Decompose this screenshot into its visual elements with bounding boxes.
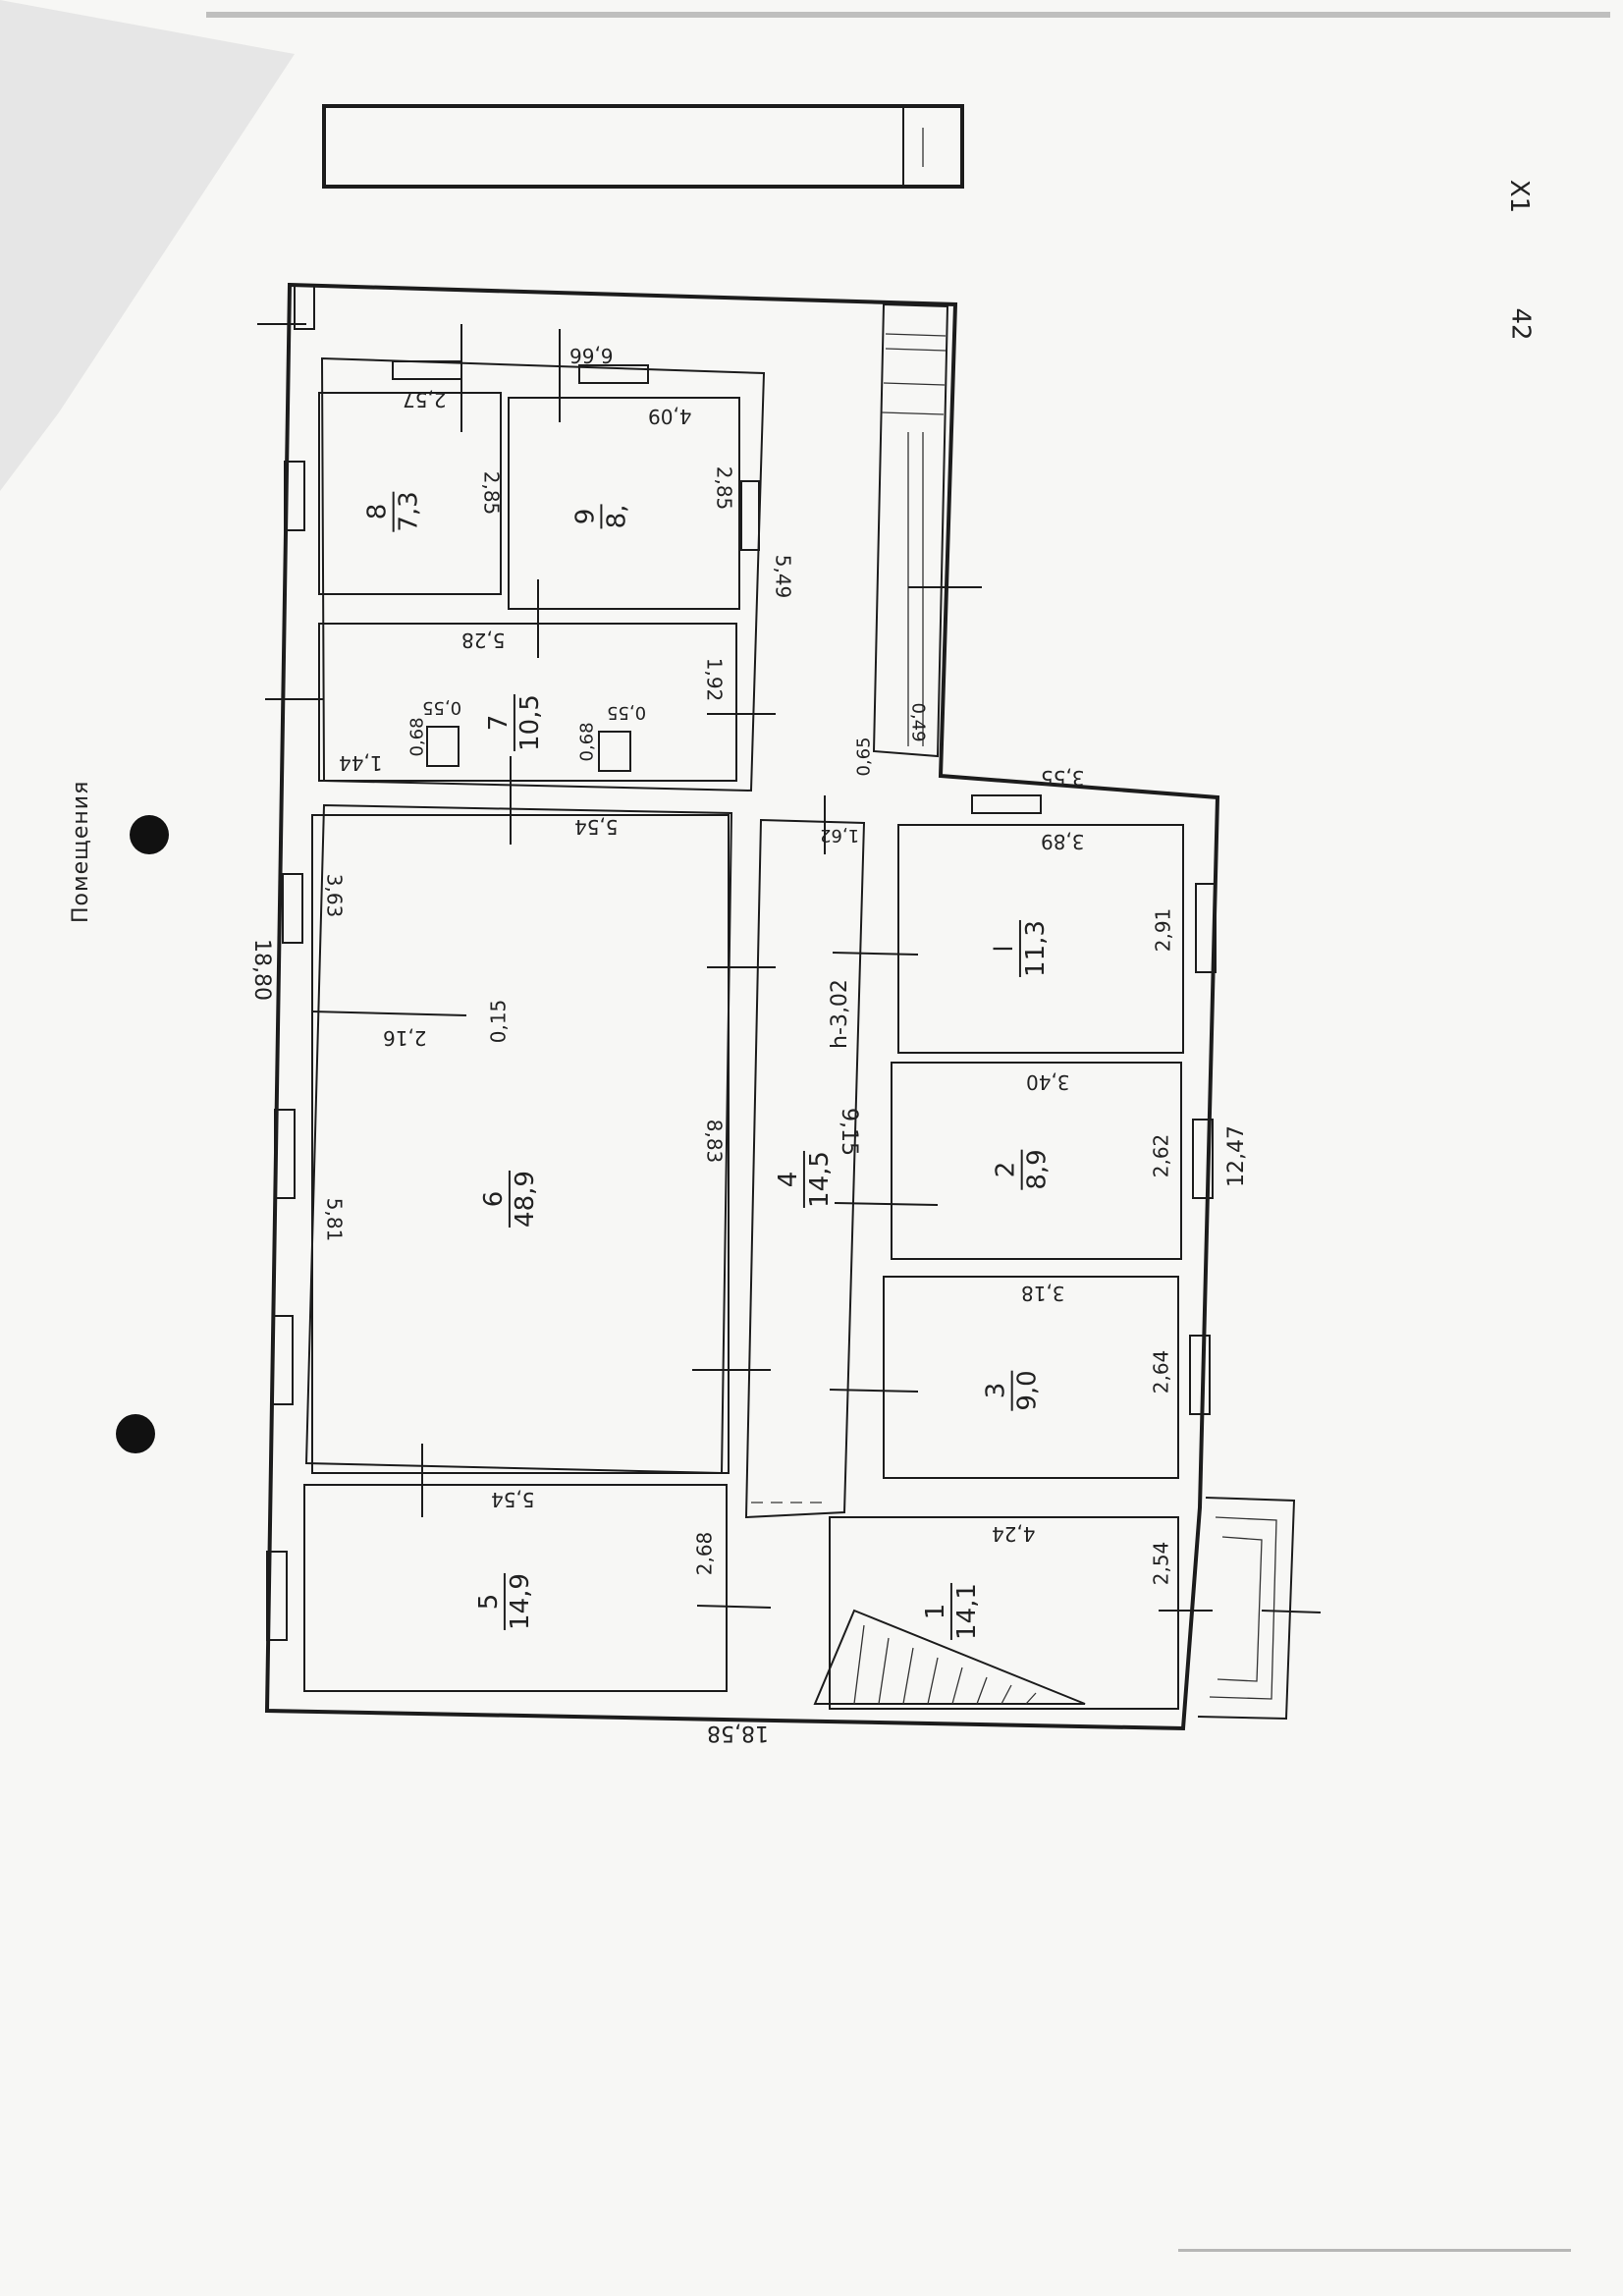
room-7-dim-a: 5,54 [574,815,619,839]
dim-top-total: 6,66 [569,344,614,367]
room-7-area: 10,5 [514,694,545,751]
room-7-dim-h: 0,55 [607,702,647,723]
room-7-dim-f: 0,55 [422,697,462,718]
overall-length: 18,58 [707,1721,769,1745]
left-wall-length: 18,80 [248,939,274,1001]
corridor-height: h-3,02 [827,979,852,1049]
room-4-label: 4 14,5 [773,1151,835,1208]
scan-shadow-top [206,12,1610,18]
hole-punch-top [130,815,169,854]
room-3-dim-b: 2,64 [1149,1349,1173,1394]
room-3-number: 3 [981,1370,1013,1411]
room-8-area: 7,3 [394,491,424,532]
side-caption: Помещения [69,780,93,923]
room-8-dim-b: 2,85 [479,470,504,516]
porch [1197,1497,1296,1721]
room-6-dim-e: 0,15 [486,999,511,1044]
room-l-number: l [989,920,1021,977]
room-7-dim-g: 0,68 [576,722,598,762]
outer-wall [264,282,1220,1731]
room-2-dim-b: 2,62 [1149,1133,1173,1178]
room-3-label: 3 9,0 [981,1370,1043,1411]
room-1-dim-a: 4,24 [992,1522,1036,1546]
staircase [813,1609,1086,1705]
hole-punch-bottom [116,1414,155,1453]
room-2-dim-a: 3,40 [1026,1070,1070,1094]
corridor-4-outline [744,818,866,1519]
room-2-number: 2 [991,1149,1023,1190]
room-l-dim-a: 3,89 [1041,830,1085,853]
room-1-area: 14,1 [951,1583,982,1640]
scan-shadow-bottom [1178,2249,1571,2252]
dim-porch-small-2: 0,49 [907,702,929,742]
room-6-dim-c: 2,16 [383,1026,427,1050]
room-1-number: 1 [920,1583,952,1640]
room-6-area: 48,9 [510,1171,540,1228]
room-2-label: 2 8,9 [991,1149,1053,1190]
dim-corridor-gap: 1,62 [820,825,860,846]
room-5-outline [303,1484,728,1692]
room-7-number: 7 [483,694,515,751]
room-8-label: 8 7,3 [362,491,424,532]
room-7-label: 7 10,5 [483,694,545,751]
room-9-number: 9 [570,504,603,529]
room-6-dim-d: 3,63 [322,873,347,918]
dim-right-top-width: 3,55 [1041,766,1085,790]
room-2-area: 8,9 [1022,1149,1053,1190]
room-4-area: 14,5 [804,1151,835,1208]
room-7-dim-c: 5,28 [461,629,506,652]
room-1-outline [829,1516,1179,1710]
room-5-label: 5 14,9 [473,1573,535,1630]
room-1-dim-b: 2,54 [1149,1541,1173,1586]
room-6-number: 6 [478,1171,511,1228]
room-1-label: 1 14,1 [920,1583,982,1640]
room-5-dim-b: 2,68 [692,1531,717,1576]
room-6-dim-b: 5,81 [322,1197,347,1242]
room-6-outline [311,814,730,1474]
room-8-dim-a: 2,57 [403,388,447,411]
dim-right-upper: 5,49 [771,554,795,599]
room-l-label: l 11,3 [989,920,1051,977]
room-7-dim-d: 1,44 [339,751,383,775]
room-5-number: 5 [473,1573,506,1630]
room-6-dim-a: 8,83 [702,1119,727,1164]
room-l-outline [897,824,1184,1054]
room-9-dim-a: 4,09 [648,405,692,428]
room-7-dim-b: 1,92 [702,657,727,702]
room-7-outline [318,623,737,782]
room-8-outline [318,392,502,595]
corridor-length: 9,15 [836,1108,861,1156]
room-l-dim-b: 2,91 [1151,907,1175,953]
room-2-outline [891,1062,1182,1260]
room-3-outline [883,1276,1179,1479]
detached-rect [322,104,964,189]
room-8-number: 8 [362,491,395,532]
room-6-label: 6 48,9 [478,1171,540,1228]
room-4-number: 4 [773,1151,805,1208]
room-9-dim-b: 2,85 [712,465,736,511]
overall-width: 12,47 [1223,1125,1249,1187]
room-5-area: 14,9 [505,1573,535,1630]
room-9-area: 8, [602,504,632,529]
scan-shadow [0,0,295,491]
room-9-label: 9 8, [570,504,632,529]
room-5-dim-a: 5,54 [491,1488,535,1511]
room-7-dim-e: 0,68 [406,717,428,757]
room-3-dim-a: 3,18 [1021,1282,1065,1305]
room-9-outline [508,397,740,610]
room-3-area: 9,0 [1012,1370,1043,1411]
dim-porch-small-1: 0,65 [853,737,875,777]
room-l-area: 11,3 [1020,920,1051,977]
corner-mark-1: Х1 [1504,179,1535,214]
corner-mark-2: 42 [1505,307,1536,341]
